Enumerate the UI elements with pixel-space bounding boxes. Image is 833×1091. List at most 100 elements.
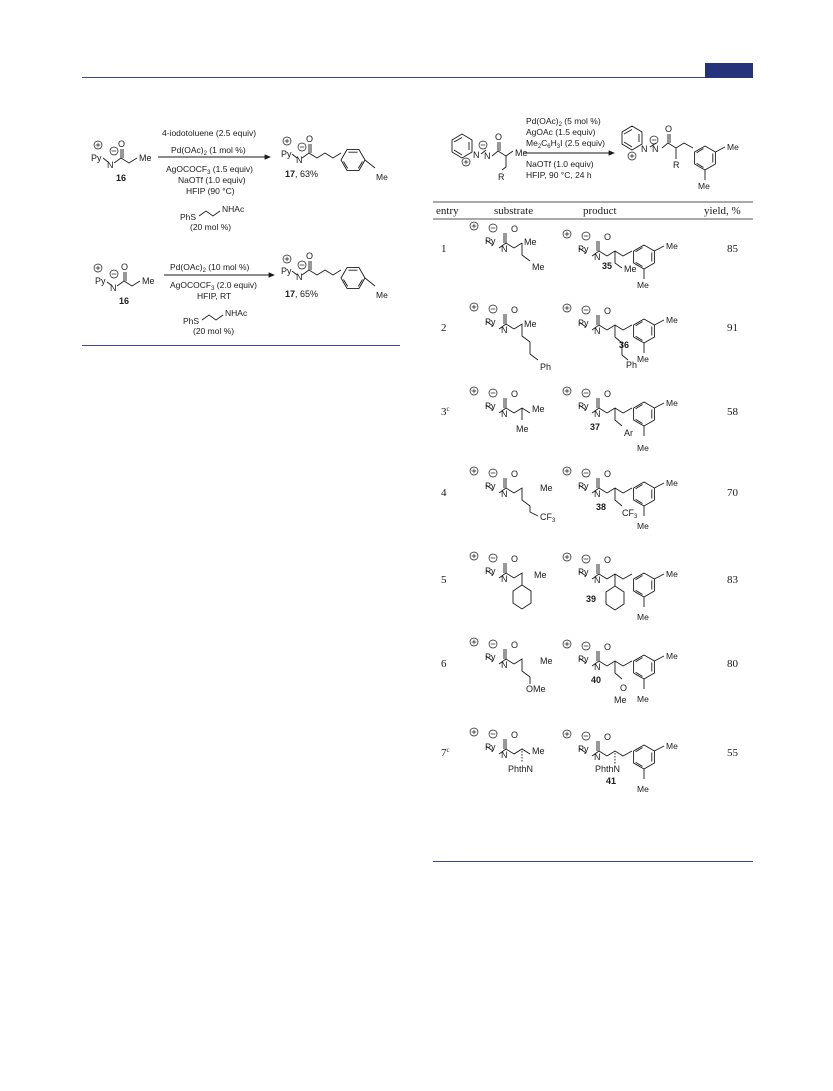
results-table: entry substrate product yield, % 1 85 2 … <box>433 201 753 759</box>
me-group: Me <box>666 241 678 251</box>
n-atom: N <box>501 489 508 499</box>
n-atom: N <box>594 752 601 762</box>
r-group: R <box>498 172 505 182</box>
py-atom: Py <box>281 266 292 276</box>
me-group: Me <box>698 181 710 191</box>
product-label: 36 <box>619 340 629 350</box>
additive-2: NaOTf (1.0 equiv) <box>526 159 594 169</box>
me-group: Me <box>637 612 649 622</box>
n-atom: N <box>594 409 601 419</box>
table-row-6: Py N O Me OMe Py N O 40 O Me Me Me <box>470 638 678 705</box>
left-scheme-b: Py N O Me 16 Pd(OAc)2 (10 mol %) AgOCOCF… <box>93 251 388 336</box>
n-atom: N <box>110 283 117 293</box>
phthn-group: PhthN <box>595 764 620 774</box>
yield-cell: 83 <box>727 574 739 586</box>
ph-group: Ph <box>540 362 551 372</box>
o-atom: O <box>604 732 611 742</box>
o-atom: O <box>118 139 125 149</box>
me-group: Me <box>532 262 545 272</box>
py-atom: Py <box>485 401 496 411</box>
cf3-group: CF3 <box>540 512 556 524</box>
yield-cell: 91 <box>727 322 738 334</box>
right-scheme: N N O Me R Pd(OAc)2 (5 mol %) AgOAc (1.5… <box>451 116 739 191</box>
py-atom: Py <box>281 149 292 159</box>
header-color-block <box>705 63 753 78</box>
ligand-phs: PhS <box>183 316 199 326</box>
py-atom: Py <box>578 318 589 328</box>
me-group: Me <box>515 148 528 158</box>
n-atom: N <box>501 409 508 419</box>
entry-cell: 6 <box>441 658 447 670</box>
r-group: R <box>673 160 680 170</box>
py-atom: Py <box>578 567 589 577</box>
entry-cell: 3c <box>441 405 450 418</box>
o-atom: O <box>604 306 611 316</box>
o-atom: O <box>604 642 611 652</box>
py-atom: Py <box>485 566 496 576</box>
n-atom: N <box>594 662 601 672</box>
me-group: Me <box>637 280 649 290</box>
solvent: HFIP (90 °C) <box>186 186 235 196</box>
n-atom: N <box>594 326 601 336</box>
entry-cell: 1 <box>441 243 447 255</box>
py-atom: Py <box>485 652 496 662</box>
o-atom: O <box>665 124 672 134</box>
me-group: Me <box>666 315 678 325</box>
yield-cell: 85 <box>727 243 739 255</box>
me-group: Me <box>376 290 388 300</box>
product-label: 35 <box>602 261 612 271</box>
o-atom: O <box>511 554 518 564</box>
header-product: product <box>583 205 617 217</box>
entry-cell: 7c <box>441 746 450 759</box>
n-atom: N <box>641 144 648 154</box>
o-atom: O <box>511 224 518 234</box>
substrate-label: 16 <box>119 296 129 306</box>
header-rule <box>82 77 753 78</box>
me-group: Me <box>532 746 545 756</box>
table-row-7: Py N O Me PhthN Py N O PhthN 41 Me Me <box>470 728 678 794</box>
py-atom: Py <box>91 153 102 163</box>
n-atom: N <box>473 150 480 160</box>
ligand-nhac: NHAc <box>225 308 248 318</box>
yield-cell: 55 <box>727 747 739 759</box>
yield-cell: 70 <box>727 487 739 499</box>
aryl-iodide: Me2C6H3I (2.5 equiv) <box>526 138 605 150</box>
py-atom: Py <box>578 481 589 491</box>
n-atom: N <box>594 252 601 262</box>
o-atom: O <box>604 469 611 479</box>
py-atom: Py <box>485 317 496 327</box>
py-atom: Py <box>485 236 496 246</box>
n-atom: N <box>107 160 114 170</box>
entry-cell: 2 <box>441 322 447 334</box>
ligand-load: (20 mol %) <box>193 326 234 336</box>
plus-charge-icon <box>93 140 103 150</box>
me-group: Me <box>524 237 537 247</box>
entry-cell: 4 <box>441 487 447 499</box>
n-atom: N <box>501 660 508 670</box>
table-bottom-rule <box>433 861 753 862</box>
o-atom: O <box>511 389 518 399</box>
me-group: Me <box>637 521 649 531</box>
o-atom: O <box>511 469 518 479</box>
o-atom: O <box>495 132 502 142</box>
me-group: Me <box>666 741 678 751</box>
catalyst: Pd(OAc)2 (1 mol %) <box>171 145 246 157</box>
ligand-phs: PhS <box>180 212 196 222</box>
table-row-4: Py N O Me CF3 Py N O 38 CF3 Me Me <box>470 467 678 531</box>
product-label: 41 <box>606 776 616 786</box>
me-group: Me <box>614 695 627 705</box>
py-atom: Py <box>578 744 589 754</box>
table-row-5: Py N O Me Py N O 39 Me Me <box>470 552 678 622</box>
n-atom: N <box>594 575 601 585</box>
me-group: Me <box>637 694 649 704</box>
ligand-nhac: NHAc <box>222 204 245 214</box>
o-atom: O <box>604 389 611 399</box>
conditions: HFIP, 90 °C, 24 h <box>526 170 592 180</box>
product-label: 38 <box>596 502 606 512</box>
me-group: Me <box>540 483 553 493</box>
additive-2: NaOTf (1.0 equiv) <box>178 175 246 185</box>
table-row-1: Py N O Me Me Py N O 35 Me Me Me <box>470 222 678 290</box>
n-atom: N <box>501 750 508 760</box>
product-label: 40 <box>591 675 601 685</box>
